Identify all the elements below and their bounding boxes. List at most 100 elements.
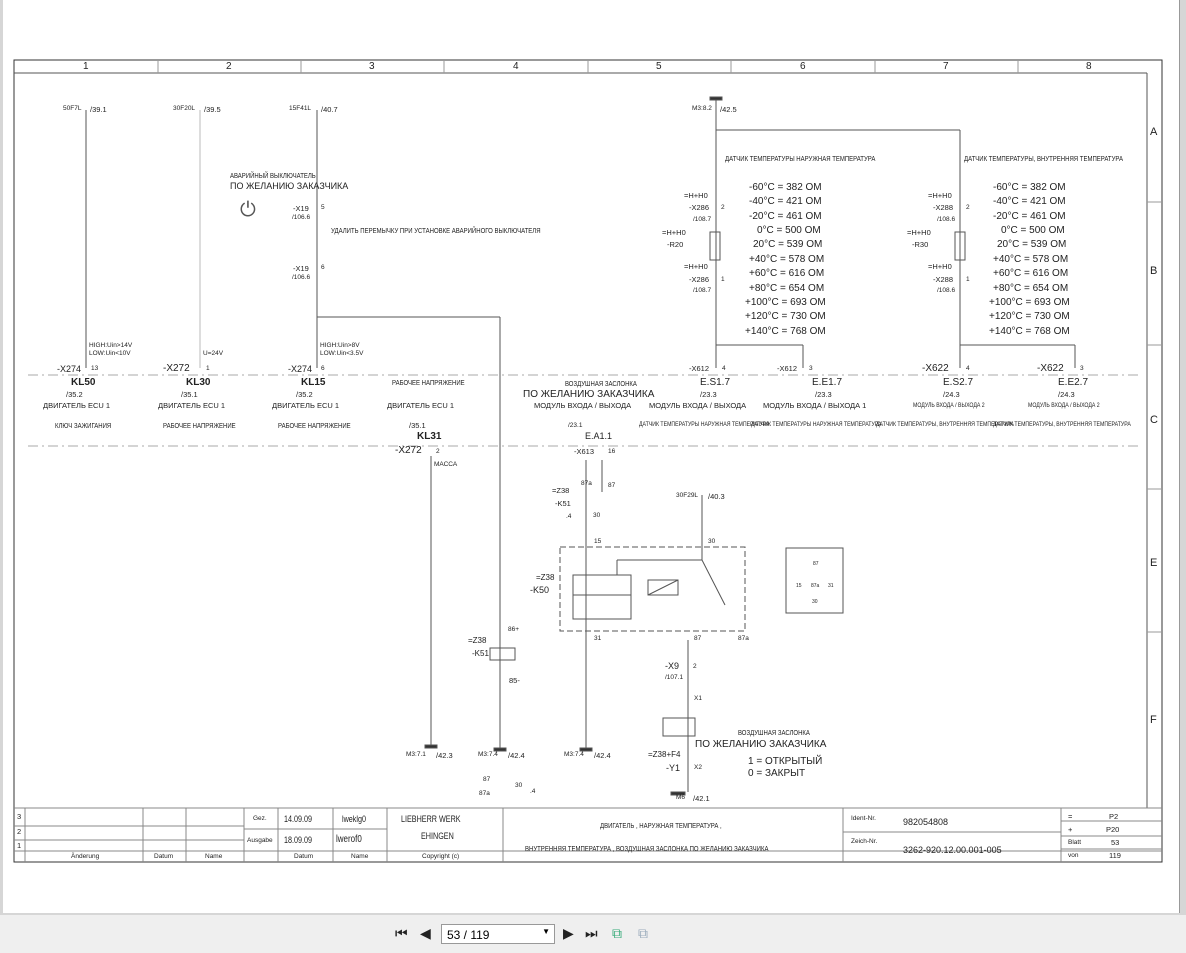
connector-label: -X612 <box>689 364 710 373</box>
threshold-low: LOW:Uin<3.5V <box>320 350 364 357</box>
io-label: E.E1.7 <box>812 377 843 388</box>
revision-num: 1 <box>17 841 22 850</box>
connector-ref: /108.7 <box>693 216 712 223</box>
total-sheets: 119 <box>1109 851 1121 860</box>
terminal-ref: /35.1 <box>409 421 426 430</box>
row-letter: C <box>1150 414 1158 426</box>
first-page-button[interactable]: ⏮ <box>395 925 408 941</box>
pin-label: 4 <box>722 365 726 372</box>
plant-label: = <box>1068 812 1073 821</box>
ground-page-ref: /42.4 <box>508 751 525 760</box>
io-module-label: МОДУЛЬ ВХОДА / ВЫХОДА <box>534 401 632 410</box>
pin-label: 87 <box>694 635 702 642</box>
emergency-switch-icon: ⏻ <box>240 199 256 221</box>
drawn-date: 14.09.09 <box>284 814 313 824</box>
wire-ref: /39.5 <box>204 105 221 114</box>
contact-label: 87 <box>483 776 491 783</box>
connector-label: -X612 <box>777 364 798 373</box>
terminal-ref: /35.1 <box>181 390 198 399</box>
io-label: E.E2.7 <box>1058 377 1089 388</box>
socket-pin: 15 <box>796 583 802 589</box>
contact-label: 87 <box>608 482 616 489</box>
temp-row: -60°C = 382 OM <box>749 182 822 193</box>
header-date: Datum <box>154 853 174 860</box>
state-open: 1 = ОТКРЫТЫЙ <box>748 756 823 767</box>
revision-num: 2 <box>17 827 22 836</box>
col-num: 6 <box>800 61 806 72</box>
device-label: -K51 <box>555 499 571 508</box>
device-group: =Z38 <box>552 486 570 495</box>
contact-label: 30 <box>593 512 601 519</box>
io-ref: /23.3 <box>700 390 717 399</box>
connector-label: -X622 <box>1037 363 1064 374</box>
location-label: + <box>1068 825 1073 834</box>
threshold-high: HIGH:Uin>14V <box>89 342 133 349</box>
terminal-ref: /23.1 <box>568 422 583 429</box>
drawing-no-label: Zeich-Nr. <box>851 838 878 845</box>
location-label: =H+H0 <box>928 262 952 271</box>
connector-label: -X288 <box>933 203 954 212</box>
connector-label: -X622 <box>922 363 949 374</box>
previous-page-button[interactable]: ◀ <box>420 925 431 941</box>
ground-page-ref: /42.3 <box>436 751 453 760</box>
ecu-label: ДВИГАТЕЛЬ ECU 1 <box>387 401 455 410</box>
socket-pin: 87 <box>813 561 819 567</box>
temp-row: 0°C = 500 OM <box>757 225 821 236</box>
next-view-icon[interactable]: ⧉ <box>638 925 648 941</box>
air-flap-label: ВОЗДУШНАЯ ЗАСЛОНКА <box>738 728 810 737</box>
row-letter: F <box>1150 714 1157 726</box>
terminal-ref: /35.2 <box>66 390 83 399</box>
drawn-label: Gez. <box>253 815 267 822</box>
temp-row: -40°C = 421 OM <box>993 196 1066 207</box>
wire-label: 30F20L <box>173 105 196 112</box>
pin-label: 6 <box>321 365 325 372</box>
description: РАБОЧЕЕ НАПРЯЖЕНИЕ <box>278 421 351 430</box>
contact-ref: .4 <box>530 788 536 795</box>
last-page-button[interactable]: ⏭ <box>585 925 598 941</box>
temp-row: -60°C = 382 OM <box>993 182 1066 193</box>
sensor-description: ДАТЧИК ТЕМПЕРАТУРЫ НАРУЖНАЯ ТЕМПЕРАТУРА <box>639 421 770 428</box>
connector-ref: /108.6 <box>937 216 956 223</box>
connector-label: -X288 <box>933 275 954 284</box>
sensor-description: ДАТЧИК ТЕМПЕРАТУРЫ, ВНУТРЕННЯЯ ТЕМПЕРАТУ… <box>876 421 1014 428</box>
wire-label: 15F41L <box>289 105 312 112</box>
sensor-title: ДАТЧИК ТЕМПЕРАТУРЫ, ВНУТРЕННЯЯ ТЕМПЕРАТУ… <box>964 154 1123 163</box>
temp-row: +120°C = 730 OM <box>745 311 826 322</box>
connector-ref: /107.1 <box>665 674 684 681</box>
ident-number: 982054808 <box>903 817 949 827</box>
location-label: =H+H0 <box>684 262 708 271</box>
drawing-number: 3262-920.12.00.001-005 <box>903 845 1002 855</box>
location-label: =H+H0 <box>928 191 952 200</box>
page-selector[interactable]: 53 / 119▼ <box>441 924 555 944</box>
wire-label: M3:8.2 <box>692 105 712 112</box>
pin-label: 1 <box>966 276 970 283</box>
connector-ref: /106.6 <box>292 214 311 221</box>
temp-row: +120°C = 730 OM <box>989 311 1070 322</box>
connector-label: -X272 <box>395 445 422 456</box>
optional-label: ПО ЖЕЛАНИЮ ЗАКАЗЧИКА <box>695 739 827 750</box>
col-num: 1 <box>83 61 89 72</box>
connector-ref: /108.7 <box>693 287 712 294</box>
ground-ref: M3:7.4 <box>478 751 498 758</box>
drawn-name: lweklg0 <box>342 814 367 824</box>
plant-value: P2 <box>1109 812 1119 821</box>
next-page-button[interactable]: ▶ <box>563 925 574 941</box>
threshold-high: HIGH:Uin>8V <box>320 342 360 349</box>
io-ref: /24.3 <box>943 390 960 399</box>
connector-label: -X274 <box>288 364 313 374</box>
voltage-label: U=24V <box>203 350 224 357</box>
io-module-label: МОДУЛЬ ВХОДА / ВЫХОДА 1 <box>763 401 867 410</box>
io-module-label: МОДУЛЬ ВХОДА / ВЫХОДА <box>649 401 747 410</box>
pin-label: 85- <box>509 676 520 685</box>
device-group: =Z38 <box>468 636 487 645</box>
header-change: Änderung <box>71 853 100 860</box>
pin-label: 86+ <box>508 626 520 633</box>
previous-view-icon[interactable]: ⧉ <box>612 925 622 941</box>
col-num: 5 <box>656 61 662 72</box>
wire-ref: /39.1 <box>90 105 107 114</box>
temp-row: -20°C = 461 OM <box>749 211 822 222</box>
ground-ref: M6 <box>676 794 686 801</box>
contact-label: 87a <box>581 480 592 487</box>
location-label: =H+H0 <box>662 228 686 237</box>
location-value: P20 <box>1106 825 1120 834</box>
